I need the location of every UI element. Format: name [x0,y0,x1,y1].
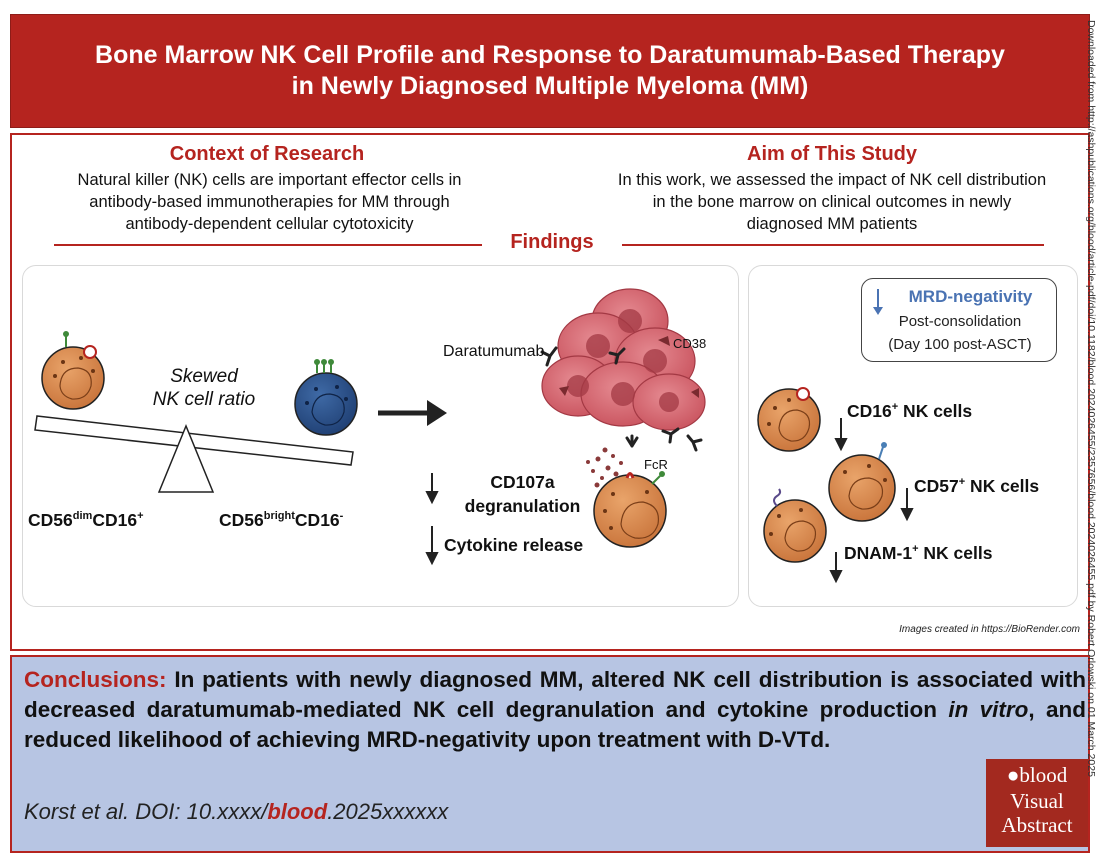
context-title: Context of Research [169,143,365,165]
citation-journal: blood [267,799,328,824]
cd38-label: CD38 [673,336,707,351]
aim-line-2: in the bone marrow on clinical outcomes … [652,193,1012,211]
header-banner: Bone Marrow NK Cell Profile and Response… [10,14,1090,128]
arrow-right-icon [378,400,447,426]
badge-logo: ●blood [1006,763,1068,787]
citation: Korst et al. DOI: 10.xxxx/blood.2025xxxx… [24,799,449,824]
antibody-icon [540,346,703,452]
nk-cell-icon [41,331,105,410]
seesaw-label-line-2: NK cell ratio [152,389,256,410]
context-line-1: Natural killer (NK) cells are important … [77,171,462,189]
nk-cell-icon [757,387,821,452]
image-credit: Images created in https://BioRender.com [899,624,1080,635]
findings-panel-outcome: MRD-negativity Post-consolidation (Day 1… [748,265,1078,607]
arrow-down-icon [425,473,439,505]
title-line-1: Bone Marrow NK Cell Profile and Response… [95,41,1005,69]
fcr-label: FcR [644,457,668,472]
mrd-title: MRD-negativity [908,287,1033,306]
findings-panel-mechanism: Skewed NK cell ratio CD56dimCD16+ CD56br… [22,265,739,607]
content-section: Context of Research Natural killer (NK) … [10,133,1090,651]
conclusions-part-1: In patients with newly diagnosed MM, alt… [24,667,1086,722]
findings-rule-right [622,244,1044,246]
cd38-receptor-icon [559,336,699,398]
arrow-down-icon [834,418,848,452]
context-line-3: antibody-dependent cellular cytotoxicity [125,215,414,233]
arrow-down-icon [829,552,843,584]
aim-line-3: diagnosed MM patients [746,215,918,233]
download-watermark: Downloaded from http://ashpublications.o… [1085,20,1097,777]
cd107a-line-1: CD107a [490,472,555,492]
cd107a-label: CD107a degranulation [450,470,595,518]
mrd-line-1: Post-consolidation [898,313,1022,330]
conclusions-italic: in vitro [948,697,1029,722]
cd107a-line-2: degranulation [464,496,581,516]
arrow-down-icon [425,526,439,566]
findings-rule-left [54,244,482,246]
blood-visual-abstract-badge: ●blood Visual Abstract [986,759,1088,847]
mrd-line-2: (Day 100 post-ASCT) [888,336,1032,353]
cd16-nk-label: CD16+ NK cells [847,401,973,421]
nk-cell-icon [763,488,827,563]
cd57-nk-label: CD57+ NK cells [914,476,1040,496]
mrd-box: MRD-negativity Post-consolidation (Day 1… [861,278,1057,362]
daratumumab-label: Daratumumab [443,343,545,360]
badge-text: Visual Abstract [1001,789,1073,837]
seesaw-label-line-1: Skewed [170,366,238,387]
cd56bright-label: CD56brightCD16- [219,510,344,530]
arrow-down-icon [900,488,914,522]
dnam1-nk-label: DNAM-1+ NK cells [844,543,993,563]
title-line-2: in Newly Diagnosed Multiple Myeloma (MM) [291,72,809,100]
conclusions-heading: Conclusions: [24,667,167,692]
aim-body: In this work, we assessed the impact of … [577,169,1087,235]
findings-title: Findings [510,231,594,253]
conclusions-part-2: , and reduced likelihood of achieving MR… [24,697,1086,752]
seesaw-icon [34,415,354,493]
drop-icon: ● [1006,763,1020,787]
context-line-2: antibody-based immunotherapies for MM th… [89,193,450,211]
nk-cell-icon [828,442,896,522]
cd56dim-label: CD56dimCD16+ [28,510,144,530]
aim-line-1: In this work, we assessed the impact of … [617,171,1047,189]
aim-title: Aim of This Study [747,143,917,165]
myeloma-cell-icon [541,288,706,431]
seesaw-label: Skewed NK cell ratio [133,365,275,411]
mechanism-illustration [34,288,706,566]
arrow-down-icon [873,289,883,315]
context-body: Natural killer (NK) cells are important … [22,169,517,235]
nk-cell-icon [294,359,358,436]
conclusions-text: Conclusions: In patients with newly diag… [24,665,1086,755]
conclusions-section: Conclusions: In patients with newly diag… [10,655,1090,853]
cytokine-label: Cytokine release [444,535,584,555]
nk-cell-icon [593,471,667,548]
